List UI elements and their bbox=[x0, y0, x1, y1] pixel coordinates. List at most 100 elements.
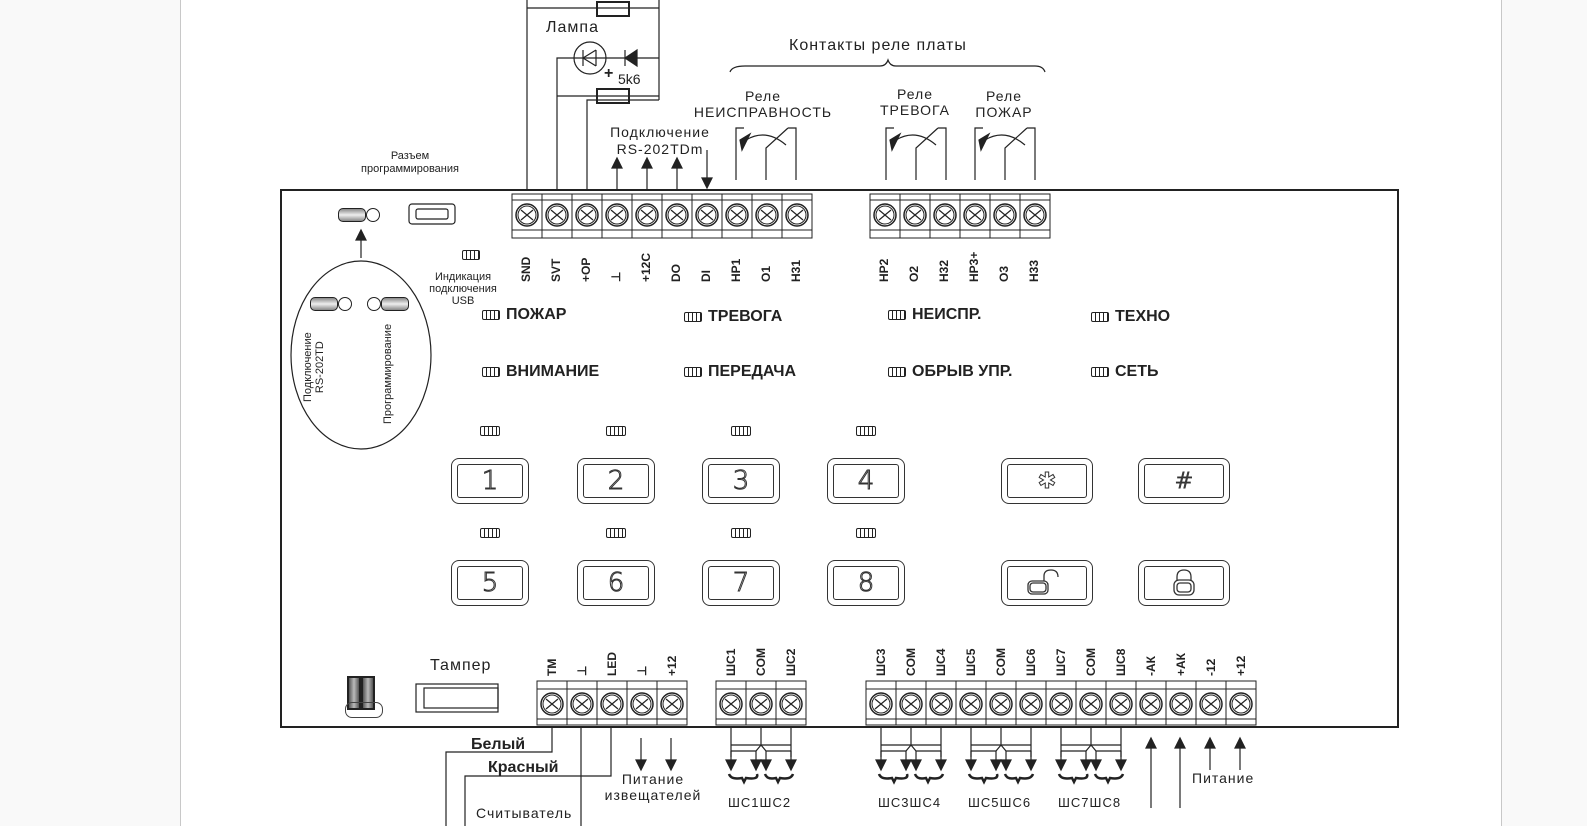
jumper-rs-label: Подключение RS-202TD bbox=[302, 332, 326, 402]
detector-power-label: Питание извещателей bbox=[598, 771, 708, 803]
terminal-label-top: H31 bbox=[789, 259, 803, 282]
key-2[interactable]: 2 bbox=[577, 458, 655, 504]
terminal-label-top: ⊥ bbox=[609, 271, 623, 282]
usb-indication-line3: USB bbox=[451, 295, 475, 307]
terminal-zone-b-7 bbox=[1075, 680, 1107, 726]
key-5[interactable]: 5 bbox=[451, 560, 529, 606]
key-label: 5 bbox=[457, 566, 523, 600]
key-hash[interactable]: # bbox=[1138, 458, 1230, 504]
key-6[interactable]: 6 bbox=[577, 560, 655, 606]
key-7[interactable]: 7 bbox=[702, 560, 780, 606]
indicator-label: ПОЖАР bbox=[506, 306, 567, 323]
key-led-icon bbox=[856, 426, 876, 436]
key-4[interactable]: 4 bbox=[827, 458, 905, 504]
key-label: 3 bbox=[708, 464, 774, 498]
terminal-label-relay: HP2 bbox=[877, 258, 891, 282]
terminal-label-zone: ШС6 bbox=[1024, 648, 1038, 676]
terminal-label-top: DI bbox=[699, 270, 713, 282]
terminal-label-reader: TM bbox=[545, 658, 559, 676]
zones-12-label: ШС1ШС2 bbox=[728, 795, 792, 810]
usb-indicator-led bbox=[462, 250, 480, 260]
jumper-rs202td bbox=[310, 297, 354, 311]
relay-alarm-line2: ТРЕВОГА bbox=[880, 102, 950, 118]
key-3[interactable]: 3 bbox=[702, 458, 780, 504]
key-label: 6 bbox=[583, 566, 649, 600]
relay-contact-icon bbox=[735, 127, 797, 180]
indicator-label: ПЕРЕДАЧА bbox=[708, 363, 797, 380]
document-page bbox=[180, 0, 1502, 826]
terminal-label-top: +OP bbox=[579, 257, 593, 282]
zone-wiring bbox=[1055, 727, 1127, 785]
zone-wiring bbox=[965, 727, 1037, 785]
terminal-label-zone: -12 bbox=[1204, 658, 1218, 676]
prog-connector-line1: Разъем bbox=[390, 150, 430, 162]
terminal-relay-3 bbox=[959, 193, 991, 239]
terminal-zone-b-2 bbox=[925, 680, 957, 726]
hash-icon: # bbox=[1144, 464, 1224, 498]
key-unlock[interactable] bbox=[1001, 560, 1093, 606]
zone-wiring bbox=[875, 727, 947, 785]
terminal-zone-a-1 bbox=[745, 680, 777, 726]
zones-56-label: ШС5ШС6 bbox=[968, 795, 1032, 810]
lock-icon bbox=[1144, 566, 1224, 600]
terminal-top-7 bbox=[721, 193, 753, 239]
terminal-label-zone: COM bbox=[754, 648, 768, 676]
terminal-label-zone: ШС4 bbox=[934, 648, 948, 676]
terminal-label-zone: +12 bbox=[1234, 655, 1248, 676]
terminal-label-zone: ШС2 bbox=[784, 648, 798, 676]
usb-indication-line2: подключения bbox=[429, 283, 497, 295]
lamp-label: Лампа bbox=[546, 19, 599, 36]
key-lock[interactable] bbox=[1138, 560, 1230, 606]
key-asterisk[interactable]: ✱ bbox=[1001, 458, 1093, 504]
key-label: 7 bbox=[708, 566, 774, 600]
terminal-zone-b-4 bbox=[985, 680, 1017, 726]
relay-contact-icon bbox=[885, 127, 947, 180]
terminal-label-zone: ШС5 bbox=[964, 648, 978, 676]
detector-power-line1: Питание bbox=[621, 771, 685, 787]
terminal-label-top: +12C bbox=[639, 252, 653, 282]
key-led-icon bbox=[606, 426, 626, 436]
terminal-top-1 bbox=[541, 193, 573, 239]
tamper-label: Тампер bbox=[430, 657, 492, 674]
jumper-programming bbox=[367, 297, 411, 311]
indicator-label: ТРЕВОГА bbox=[708, 308, 783, 325]
indicator-label: СЕТЬ bbox=[1115, 363, 1159, 380]
led-icon bbox=[888, 367, 906, 377]
terminal-zone-b-12 bbox=[1225, 680, 1257, 726]
asterisk-icon: ✱ bbox=[1007, 464, 1087, 498]
terminal-reader-2 bbox=[596, 680, 628, 726]
jumper-rs-line1: Подключение bbox=[302, 332, 314, 402]
terminal-top-0 bbox=[511, 193, 543, 239]
terminal-top-6 bbox=[691, 193, 723, 239]
terminal-label-zone: COM bbox=[994, 648, 1008, 676]
key-label: 8 bbox=[833, 566, 899, 600]
relay-contact-icon bbox=[974, 127, 1036, 180]
terminal-label-zone: -АК bbox=[1144, 656, 1158, 676]
relay-fault-label: Реле НЕИСПРАВНОСТЬ bbox=[688, 88, 838, 120]
key-1[interactable]: 1 bbox=[451, 458, 529, 504]
terminal-label-zone: ШС7 bbox=[1054, 648, 1068, 676]
relay-contacts-title: Контакты реле платы bbox=[789, 37, 967, 54]
board-outline bbox=[280, 189, 1399, 728]
key-led-icon bbox=[480, 528, 500, 538]
status-indicator: ОБРЫВ УПР. bbox=[888, 363, 1012, 381]
terminal-label-top: HP1 bbox=[729, 258, 743, 282]
key-label: 1 bbox=[457, 464, 523, 498]
indicator-label: ВНИМАНИЕ bbox=[506, 363, 600, 380]
terminal-label-reader: ⊥ bbox=[575, 665, 589, 676]
key-led-icon bbox=[731, 426, 751, 436]
status-indicator: НЕИСПР. bbox=[888, 306, 982, 324]
terminal-label-top: O1 bbox=[759, 265, 773, 282]
prog-connector-label: Разъем программирования bbox=[350, 150, 470, 176]
detector-power-line2: извещателей bbox=[604, 787, 702, 803]
led-icon bbox=[482, 367, 500, 377]
relay-fault-line1: Реле bbox=[745, 88, 781, 104]
terminal-label-reader: ⊥ bbox=[635, 665, 649, 676]
terminal-zone-b-10 bbox=[1165, 680, 1197, 726]
usb-indication-label: Индикация подключения USB bbox=[418, 271, 508, 307]
terminal-top-8 bbox=[751, 193, 783, 239]
terminal-relay-0 bbox=[869, 193, 901, 239]
terminal-label-relay: H33 bbox=[1027, 259, 1041, 282]
led-icon bbox=[684, 367, 702, 377]
key-8[interactable]: 8 bbox=[827, 560, 905, 606]
